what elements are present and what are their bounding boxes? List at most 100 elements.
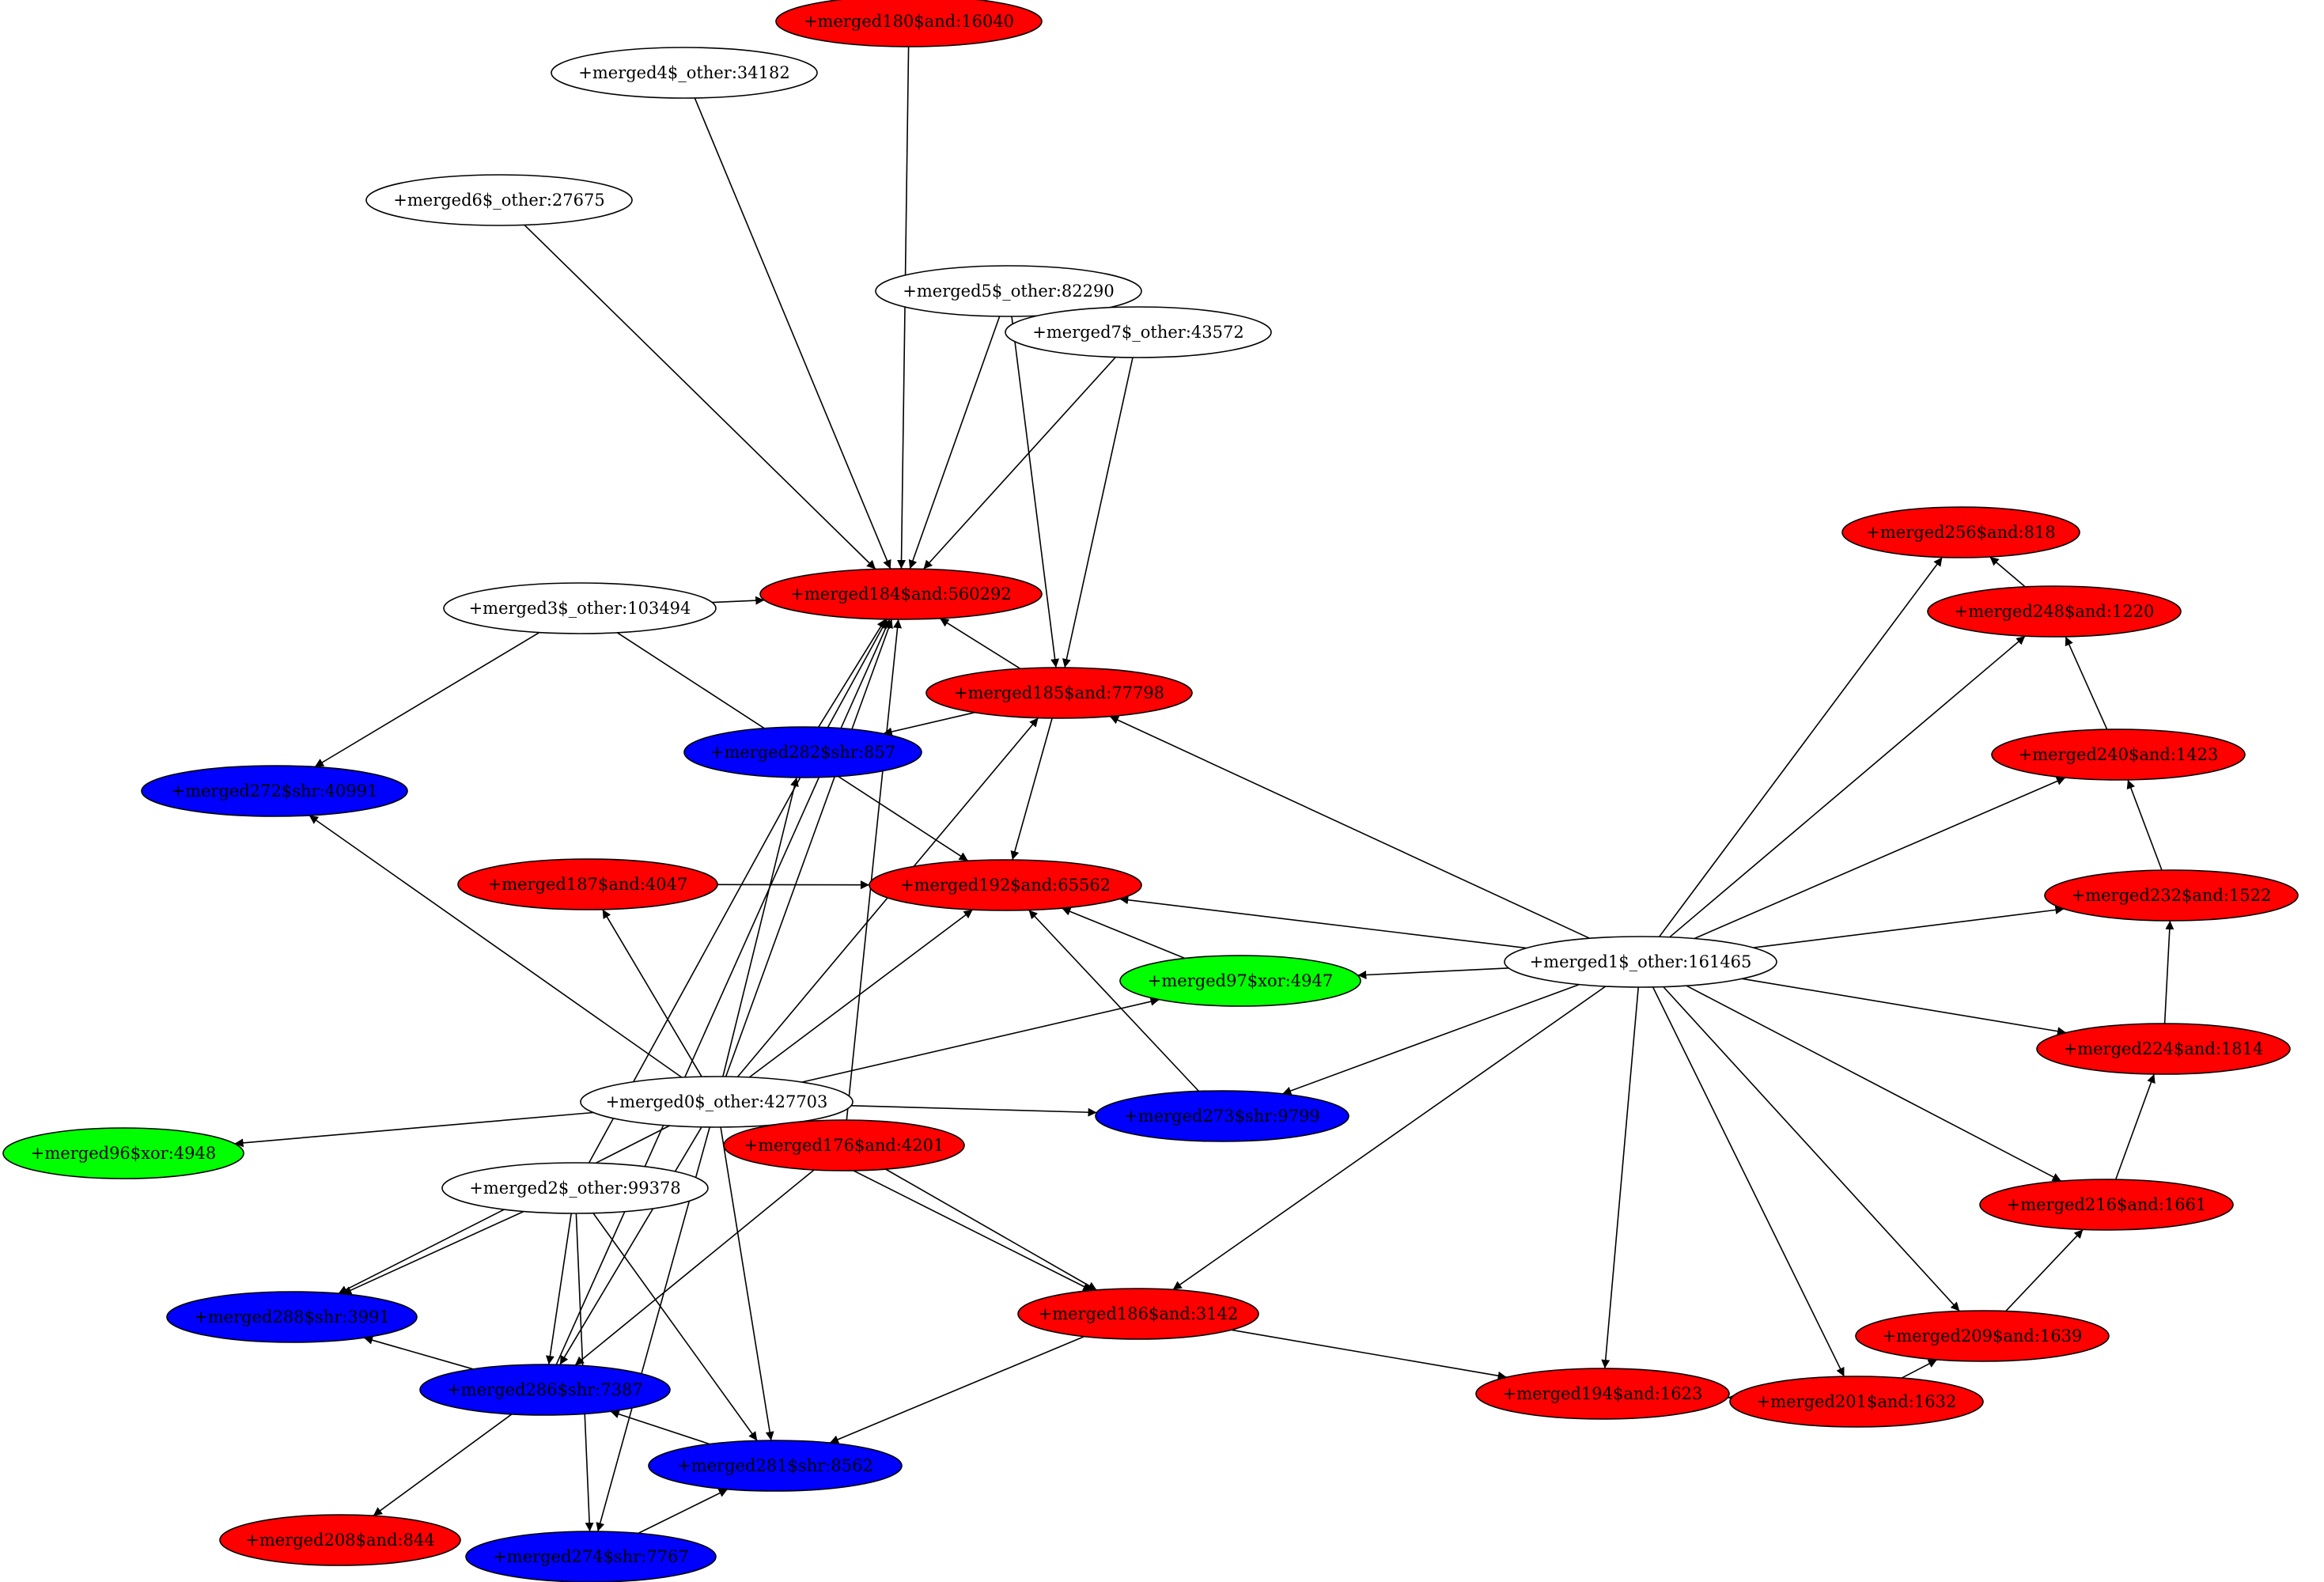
node-ellipse [1005,306,1272,358]
edge-n201-to-n209 [1901,1359,1938,1379]
graph-node-n187: +merged187$and:4047 [457,858,718,910]
edge-n185-to-n184 [939,618,1021,670]
edge-n1-to-n185 [1109,715,1591,940]
node-label: +merged96$xor:4948 [31,1144,216,1163]
graph-node-n286: +merged286$shr:7387 [419,1364,671,1416]
node-ellipse [457,858,718,910]
node-ellipse [723,1119,965,1171]
graph-node-n209: +merged209$and:1639 [1855,1310,2110,1362]
node-label: +merged286$shr:7387 [447,1380,643,1399]
node-ellipse [580,1076,854,1128]
node-label: +merged1$_other:161465 [1530,952,1752,971]
node-ellipse [875,265,1142,317]
node-ellipse [1095,1090,1349,1142]
edge-n0-to-n187 [602,909,702,1077]
graph-node-n194: +merged194$and:1623 [1475,1368,1730,1420]
node-label: +merged281$shr:8562 [677,1456,873,1475]
node-label: +merged6$_other:27675 [393,191,604,210]
edge-n7-to-n185 [1062,357,1134,668]
edge-n176-to-n186 [885,1168,1097,1291]
edge-n274-to-n281 [638,1488,729,1535]
edge-n1-to-n97 [1357,967,1509,979]
node-label: +merged97$xor:4947 [1148,971,1333,990]
node-label: +merged4$_other:34182 [578,63,789,82]
graph-node-n4: +merged4$_other:34182 [551,47,818,99]
edge-n186-to-n194 [1231,1329,1507,1380]
graph-node-n97: +merged97$xor:4947 [1119,955,1361,1007]
node-ellipse [2036,1023,2291,1075]
node-label: +merged7$_other:43572 [1032,323,1243,342]
node-label: +merged208$and:844 [245,1531,434,1550]
edge-n1-to-n201 [1652,986,1845,1377]
graph-node-n176: +merged176$and:4201 [723,1119,965,1171]
node-ellipse [141,765,408,817]
graph-node-n208: +merged208$and:844 [219,1514,461,1566]
edge-n6-to-n184 [524,224,876,570]
edge-n224-to-n232 [2163,920,2174,1024]
edge-n3-to-n272 [314,631,540,768]
edge-n2-to-n184 [588,619,888,1164]
node-ellipse [1475,1368,1730,1420]
graph-node-n0: +merged0$_other:427703 [580,1076,854,1128]
graph-node-n192: +merged192$and:65562 [869,859,1142,911]
graph-node-n3: +merged3$_other:103494 [443,582,717,634]
node-label: +merged201$and:1632 [1757,1392,1957,1411]
node-label: +merged2$_other:99378 [469,1179,680,1198]
edge-n0-to-n96 [234,1111,594,1148]
graph-node-n216: +merged216$and:1661 [1979,1179,2234,1231]
graph-node-n273: +merged273$shr:9799 [1095,1090,1349,1142]
node-label: +merged256$and:818 [1866,523,2055,542]
edge-n0-to-n272 [308,815,683,1078]
node-label: +merged3$_other:103494 [469,599,691,618]
node-ellipse [1979,1179,2234,1231]
edge-n286-to-n288 [363,1335,474,1370]
edge-n1-to-n248 [1669,635,2026,938]
node-ellipse [551,47,818,99]
node-label: +merged282$shr:857 [710,743,895,762]
edge-n0-to-n282 [722,777,799,1077]
edge-n240-to-n248 [2065,636,2108,730]
edge-n281-to-n286 [610,1410,710,1445]
node-label: +merged180$and:16040 [804,12,1014,31]
edge-n1-to-n194 [1601,986,1639,1369]
node-ellipse [683,726,922,778]
node-ellipse [465,1531,717,1582]
node-label: +merged0$_other:427703 [606,1092,828,1111]
edge-n185-to-n192 [1010,717,1053,861]
node-label: +merged192$and:65562 [900,876,1111,895]
node-label: +merged185$and:77798 [954,683,1164,702]
edge-n1-to-n273 [1282,983,1580,1096]
edge-n0-to-n286 [559,1126,702,1365]
node-ellipse [648,1440,903,1492]
edge-n1-to-n192 [1119,895,1527,949]
edge-n282-to-n184 [818,619,886,728]
node-ellipse [869,859,1142,911]
graph-node-n2: +merged2$_other:99378 [441,1162,709,1214]
edge-n5-to-n184 [908,316,1001,570]
node-label: +merged194$and:1623 [1503,1384,1703,1403]
graph-node-n248: +merged248$and:1220 [1927,585,2182,638]
graph-node-n186: +merged186$and:3142 [1017,1288,1259,1340]
node-label: +merged224$and:1814 [2064,1039,2264,1058]
node-ellipse [759,568,1043,620]
graph-node-n185: +merged185$and:77798 [925,667,1193,719]
edge-n185-to-n282 [883,711,975,736]
node-ellipse [1729,1376,1984,1428]
edge-n0-to-n273 [851,1105,1097,1117]
node-ellipse [1841,506,2080,558]
edge-n5-to-n185 [1011,316,1060,668]
edge-n273-to-n192 [1028,909,1200,1092]
node-label: +merged184$and:560292 [790,585,1011,604]
edge-n180-to-n184 [897,46,910,570]
graph-node-n232: +merged232$and:1522 [2044,869,2299,922]
node-label: +merged176$and:4201 [744,1136,944,1155]
node-ellipse [1991,729,2246,781]
edge-n97-to-n192 [1062,907,1186,959]
node-ellipse [443,582,717,634]
node-label: +merged209$and:1639 [1883,1327,2083,1345]
edge-n1-to-n224 [1742,978,2067,1036]
edge-n248-to-n256 [1989,556,2026,588]
edge-n209-to-n216 [2005,1228,2084,1312]
node-label: +merged186$and:3142 [1039,1304,1239,1323]
